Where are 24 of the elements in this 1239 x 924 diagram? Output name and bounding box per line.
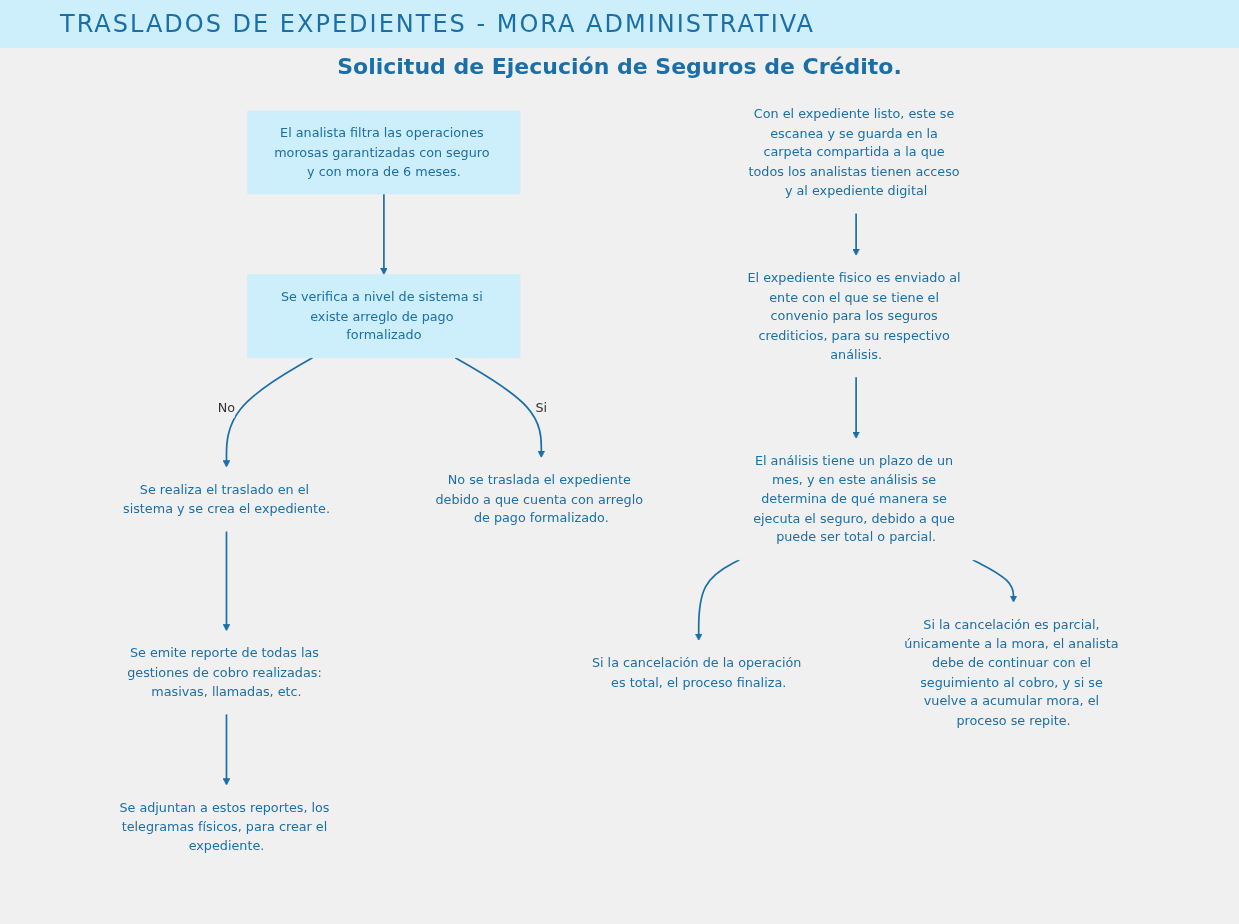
node-text: Con el expediente listo, este se escanea y se guarda en la carpeta compartida a la que todos los analistas tienen acceso y al expediente digital <box>748 106 960 199</box>
edge-label: Si <box>534 399 547 416</box>
arrow <box>694 558 740 641</box>
node-text: Se emite reporte de todas las gestiones de cobro realizadas: masivas, llamadas, etc. <box>126 645 322 700</box>
node-text: Si la cancelación es parcial, únicamente a la mora, el analista debe de continuar con el seguimiento al cobro, y si se vuelve a acumular mora, el proceso se repite. <box>903 616 1119 728</box>
node-box: El analista filtra las operaciones morosas garantizadas con seguro y con mora de 6 meses. <box>246 110 520 195</box>
node-box: Se verifica a nivel de sistema si existe arreglo de pago formalizado <box>246 274 520 359</box>
arrow <box>379 193 388 276</box>
arrow <box>222 530 230 632</box>
arrow <box>222 356 313 468</box>
node-text: Se adjuntan a estos reportes, los telegramas físicos, para crear el expediente. <box>118 799 330 854</box>
edge-label: No <box>217 399 235 416</box>
node-text: El expediente fisico es enviado al ente con el que se tiene el convenio para los seguros crediticios, para su respectivo análisis. <box>746 270 961 362</box>
arrow <box>851 212 860 256</box>
arrow <box>453 356 545 458</box>
node-text: Se realiza el traslado en el sistema y se crea el expediente. <box>122 481 330 517</box>
node-text: Si la cancelación de la operación es total, el proceso finaliza. <box>591 655 801 690</box>
title: TRASLADOS DE EXPEDIENTES - MORA ADMINISTRATIVA <box>0 0 1239 48</box>
arrow <box>222 713 230 786</box>
arrow <box>971 558 1017 603</box>
arrow <box>851 376 860 439</box>
node-text: El análisis tiene un plazo de un mes, y en este análisis se determina de qué manera se ejecuta el seguro, debido a que puede ser total o parcial. <box>752 452 955 545</box>
subtitle: Solicitud de Ejecución de Seguros de Crédito. <box>336 54 903 79</box>
node-text: No se traslada el expediente debido a que cuenta con arreglo de pago formalizado. <box>434 472 643 526</box>
